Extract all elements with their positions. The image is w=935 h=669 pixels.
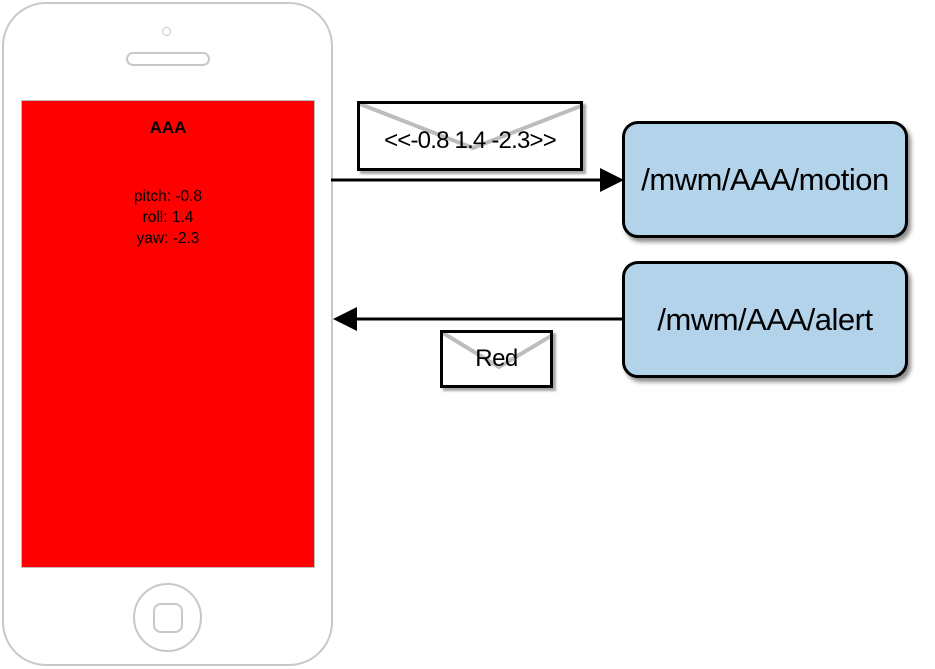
screen-title: AAA [149,118,187,137]
motion-topic-box: /mwm/AAA/motion [622,121,908,238]
motion-message-envelope: <<-0.8 1.4 -2.3>> [357,101,583,171]
alert-topic-box: /mwm/AAA/alert [622,261,908,378]
home-button [133,583,202,652]
envelope-flap-icon [360,104,580,151]
home-square-icon [153,603,183,633]
phone-screen: AAA pitch: -0.8 roll: 1.4 yaw: -2.3 [21,100,315,568]
motion-message-payload: <<-0.8 1.4 -2.3>> [384,127,557,154]
yaw-readout: yaw: -2.3 [136,230,200,247]
pitch-readout: pitch: -0.8 [133,188,203,205]
publish-arrow [331,168,624,192]
alert-message-payload: Red [475,345,518,372]
phone-camera-icon [162,27,171,36]
motion-readouts: pitch: -0.8 roll: 1.4 yaw: -2.3 [22,186,314,249]
subscribe-arrow [333,307,622,331]
roll-readout: roll: 1.4 [142,209,194,226]
alert-message-envelope: Red [440,330,553,388]
phone-speaker-icon [126,52,210,66]
envelope-flap-icon [443,333,550,370]
